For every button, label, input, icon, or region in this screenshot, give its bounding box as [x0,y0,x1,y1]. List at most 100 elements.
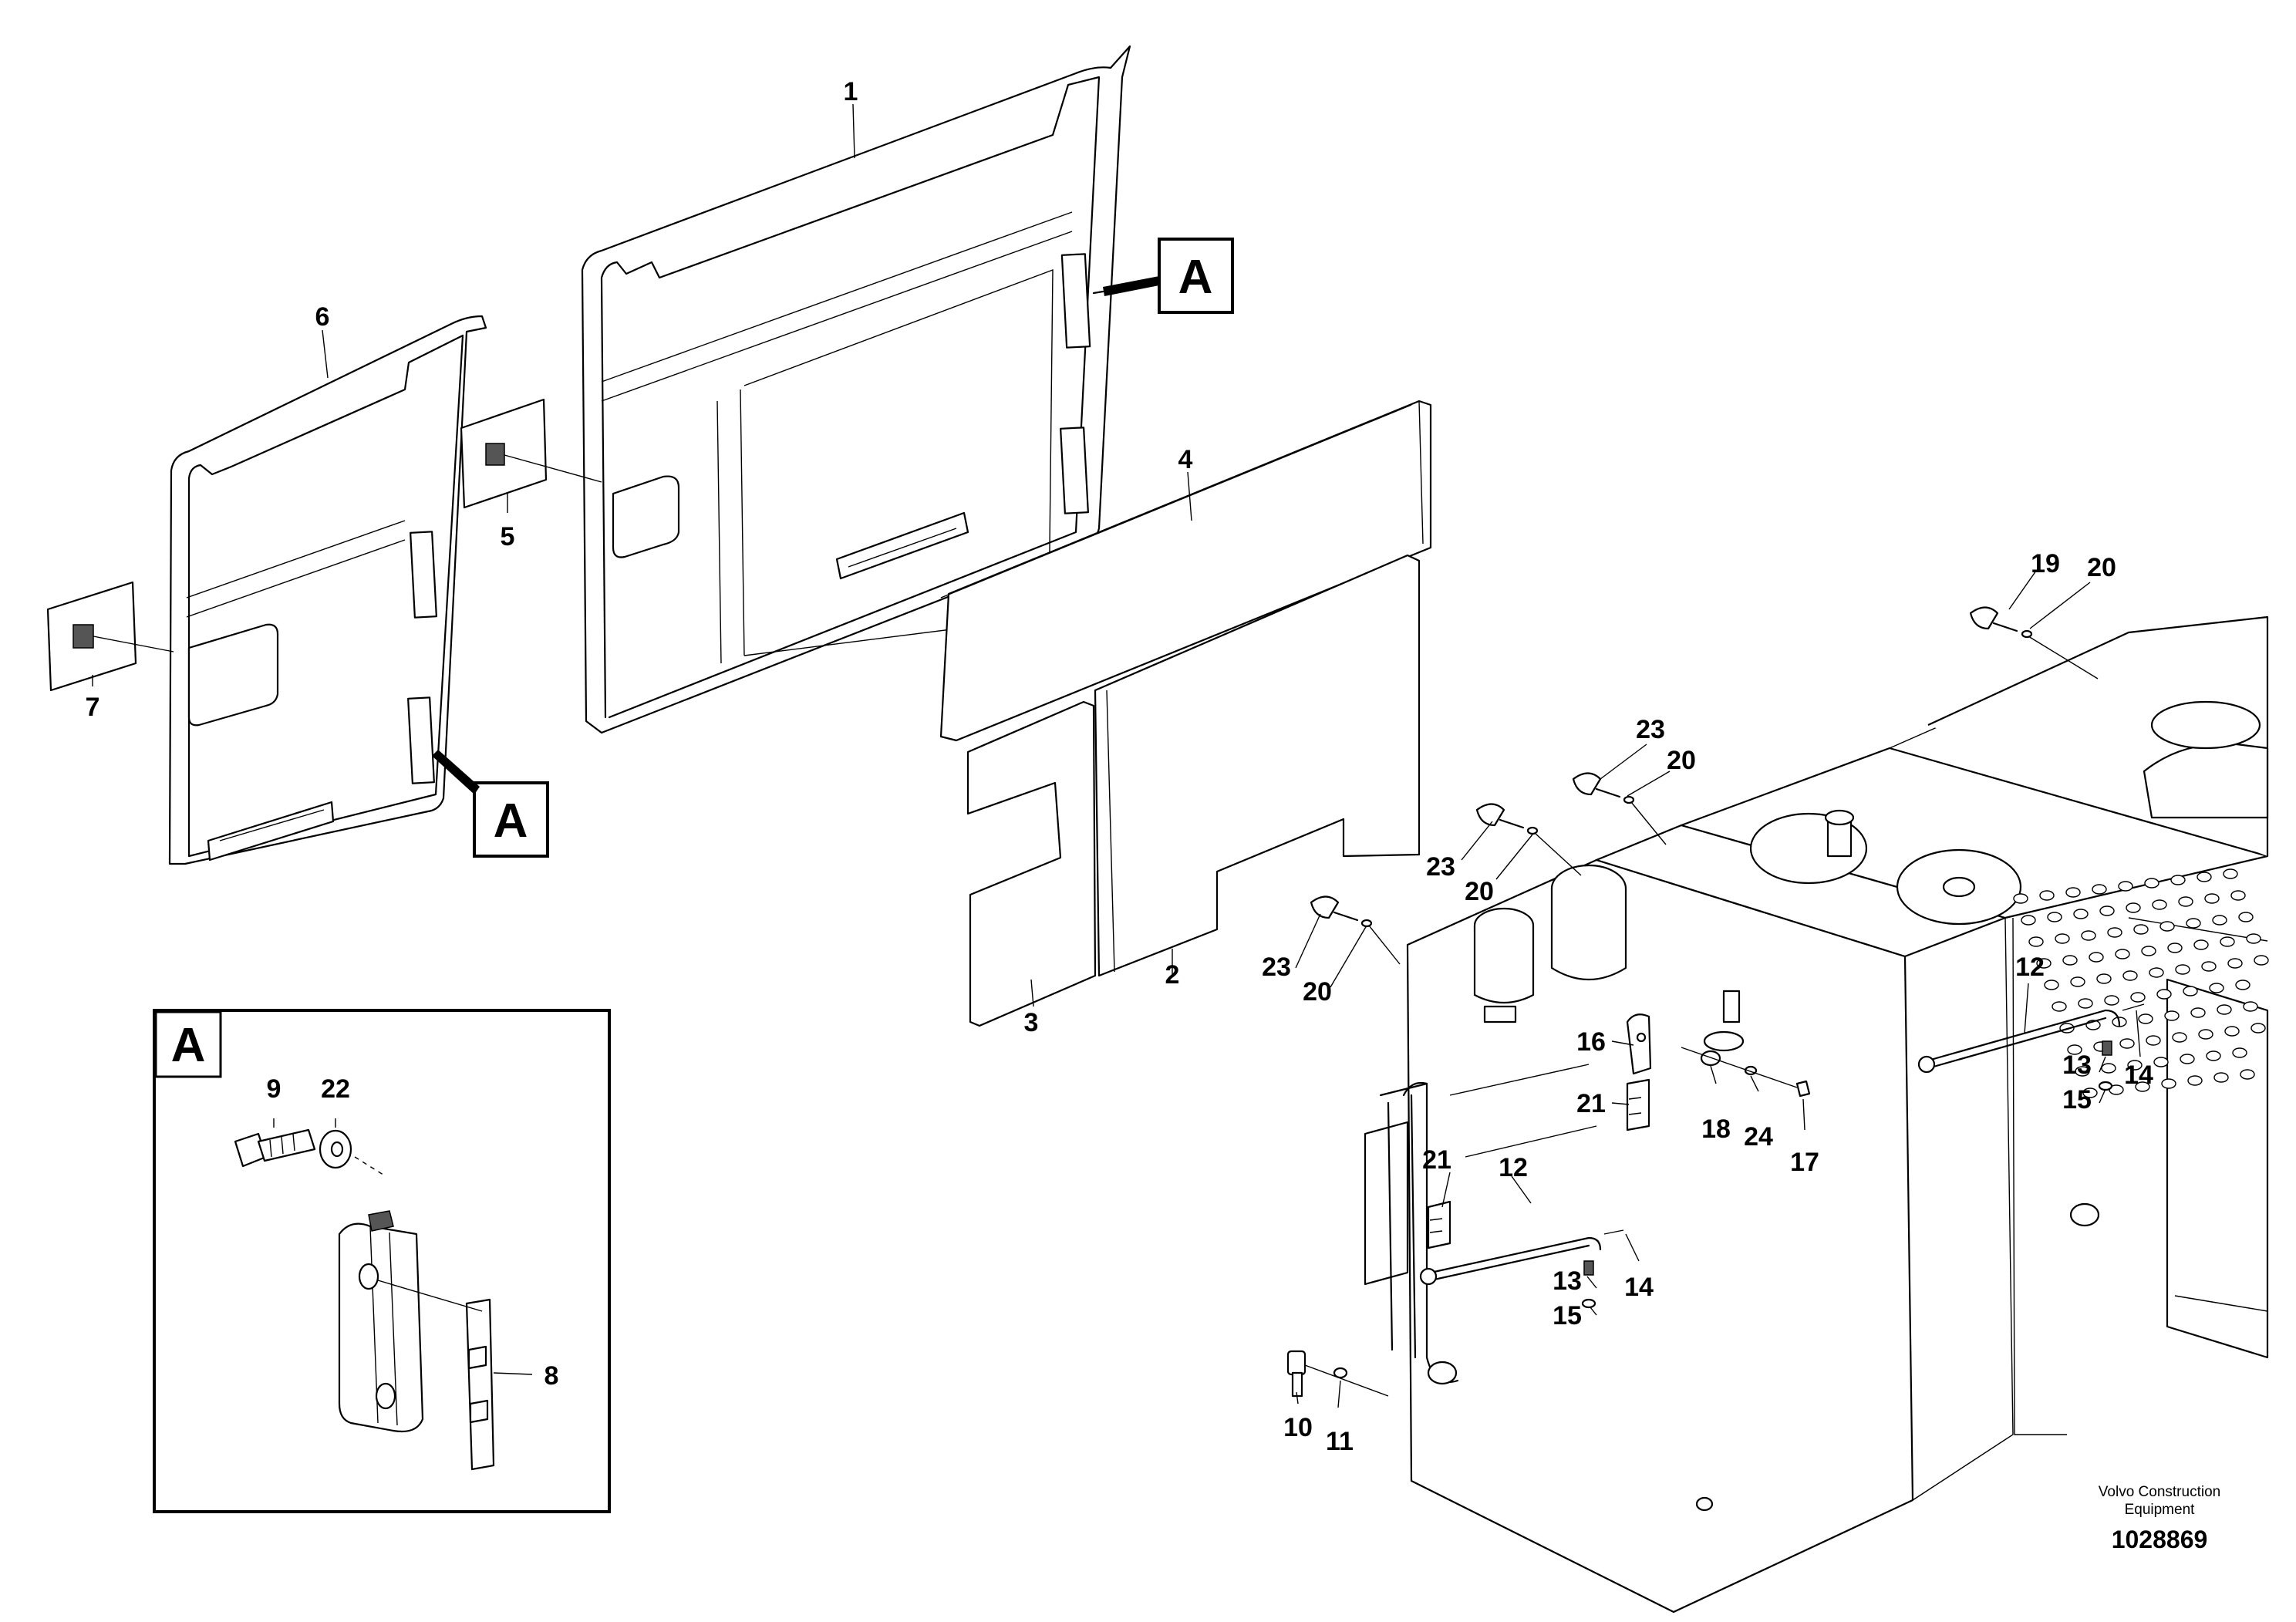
callout-9: 9 [267,1074,282,1104]
grille-hole [2204,893,2220,904]
callout-3: 3 [1024,1008,1039,1037]
callout-12-lower: 12 [1499,1153,1528,1182]
grille-hole [2198,1029,2213,1040]
grille-hole [2047,912,2062,922]
part-3-insulation-mat [966,700,1097,1027]
callout-13-upper: 13 [2062,1050,2092,1080]
grille-hole [2075,1066,2090,1077]
grille-hole [2167,943,2183,953]
grille-hole [2156,989,2172,1000]
grille-hole [2217,1004,2232,1015]
grille-hole [2146,1035,2161,1046]
detail-view-a: A [153,1009,611,1513]
grille-hole [2104,995,2119,1006]
callout-14-lower: 14 [1624,1273,1654,1302]
grille-hole [2180,1054,2195,1064]
grille-hole [2206,1050,2221,1061]
engine-cover-grille [2013,868,2269,1098]
detail-marker-lower: A [432,750,549,858]
grille-hole [2082,1088,2098,1098]
callout-22: 22 [321,1074,350,1104]
grille-hole [2078,998,2093,1009]
grille-hole [2141,946,2156,956]
callout-23-middle: 23 [1426,852,1455,882]
grille-hole [2190,1007,2206,1018]
callout-18: 18 [1701,1114,1731,1144]
leader-lines [92,103,2141,1408]
callout-2: 2 [1165,960,1180,990]
part-7-latch-plate [46,581,174,692]
grille-hole [2055,933,2070,944]
grille-hole [2243,1001,2258,1012]
callout-15-lower: 15 [1553,1301,1582,1330]
callout-19: 19 [2031,549,2060,578]
grille-hole [2224,1026,2240,1037]
grille-hole [2099,905,2115,916]
grille-hole [2135,1081,2150,1092]
callout-20-upper: 20 [1667,746,1696,775]
grille-hole [2220,936,2235,947]
grille-hole [2081,930,2096,941]
callout-6: 6 [315,302,330,332]
grille-hole [2013,893,2028,904]
credit-line-1: Volvo Construction [2099,1484,2220,1500]
buffer-23-middle [1475,803,1582,876]
grille-hole [2073,909,2089,919]
support-rod-lower [1419,1229,1624,1309]
grille-hole [2062,955,2078,966]
svg-text:A: A [1178,251,1213,304]
grille-hole [2127,1060,2143,1071]
callout-20-lower: 20 [1303,977,1332,1007]
grille-hole [2197,872,2212,882]
part-6-door-panel [168,315,487,865]
callout-8: 8 [544,1361,559,1391]
callout-17: 17 [1790,1148,1819,1177]
grille-hole [2067,1044,2082,1055]
grille-hole [2130,992,2146,1003]
grille-hole [2238,912,2254,922]
grille-hole [2159,921,2175,932]
grille-hole [2115,949,2130,959]
grille-hole [2039,890,2055,901]
grille-hole [2153,1057,2169,1067]
grille-hole [2107,927,2122,938]
grille-hole [2187,1075,2203,1086]
part-5-latch-plate [460,398,602,509]
callout-4: 4 [1178,445,1193,474]
shim-21-upper [1626,1078,1650,1131]
bracket-16 [1626,1013,1652,1075]
grille-hole [2126,902,2141,913]
callout-5: 5 [501,522,515,551]
grille-hole [2223,868,2238,879]
grille-hole [2186,918,2201,929]
grille-hole [2101,1063,2116,1074]
grille-hole [2021,915,2036,926]
grille-hole [2254,955,2269,966]
grille-hole [2065,887,2081,898]
grille-hole [2209,983,2224,993]
svg-text:A: A [494,794,528,848]
grille-hole [2175,964,2190,975]
grille-hole [2172,1032,2187,1043]
grille-hole [2235,980,2250,990]
grille-hole [2133,924,2149,935]
grille-hole [2250,1023,2266,1034]
grille-hole [2036,958,2052,969]
grille-hole [2193,939,2209,950]
callout-10: 10 [1283,1413,1313,1442]
callout-14-upper: 14 [2124,1061,2153,1090]
callout-21-lower: 21 [1422,1145,1451,1175]
callout-20-top: 20 [2087,553,2116,582]
callout-7: 7 [86,693,100,722]
grille-hole [2052,1001,2067,1012]
callout-16: 16 [1576,1027,1606,1057]
grille-hole [2230,890,2246,901]
callout-15-upper: 15 [2062,1085,2092,1114]
buffer-23-lower [1310,895,1401,965]
part-1-rear-panel [581,45,1131,734]
part-4-insulation-mat [939,400,1432,742]
shim-21-lower [1427,1200,1451,1249]
grille-hole [2201,961,2217,972]
grille-hole [2240,1069,2255,1080]
callout-13-lower: 13 [1553,1266,1582,1296]
